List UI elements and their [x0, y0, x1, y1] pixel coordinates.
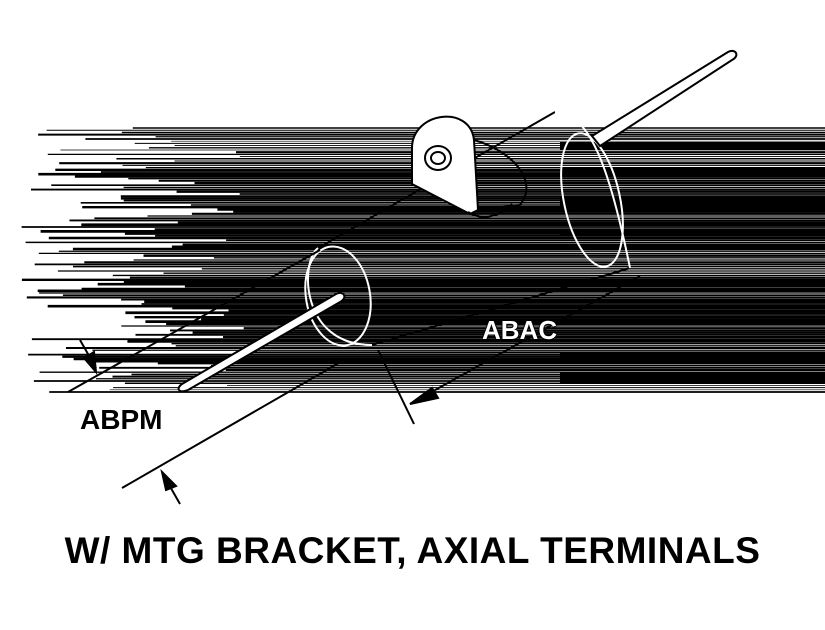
dimension-label-abpm: ABPM — [80, 404, 163, 435]
shading-band — [560, 196, 825, 206]
mounting-bracket — [411, 115, 528, 218]
figure-caption: W/ MTG BRACKET, AXIAL TERMINALS — [64, 530, 761, 571]
axial-lead-rear — [590, 50, 738, 148]
end-caps — [304, 132, 624, 347]
shading-band — [560, 168, 825, 174]
shading-band — [560, 372, 825, 384]
axial-lead-front — [177, 292, 346, 393]
shading-band — [560, 352, 825, 362]
dimension-abpm — [67, 249, 345, 505]
dimension-label-abac: ABAC — [482, 315, 558, 345]
shading-band — [560, 142, 825, 150]
shading-band — [560, 232, 825, 236]
dimension-abac — [377, 275, 641, 425]
